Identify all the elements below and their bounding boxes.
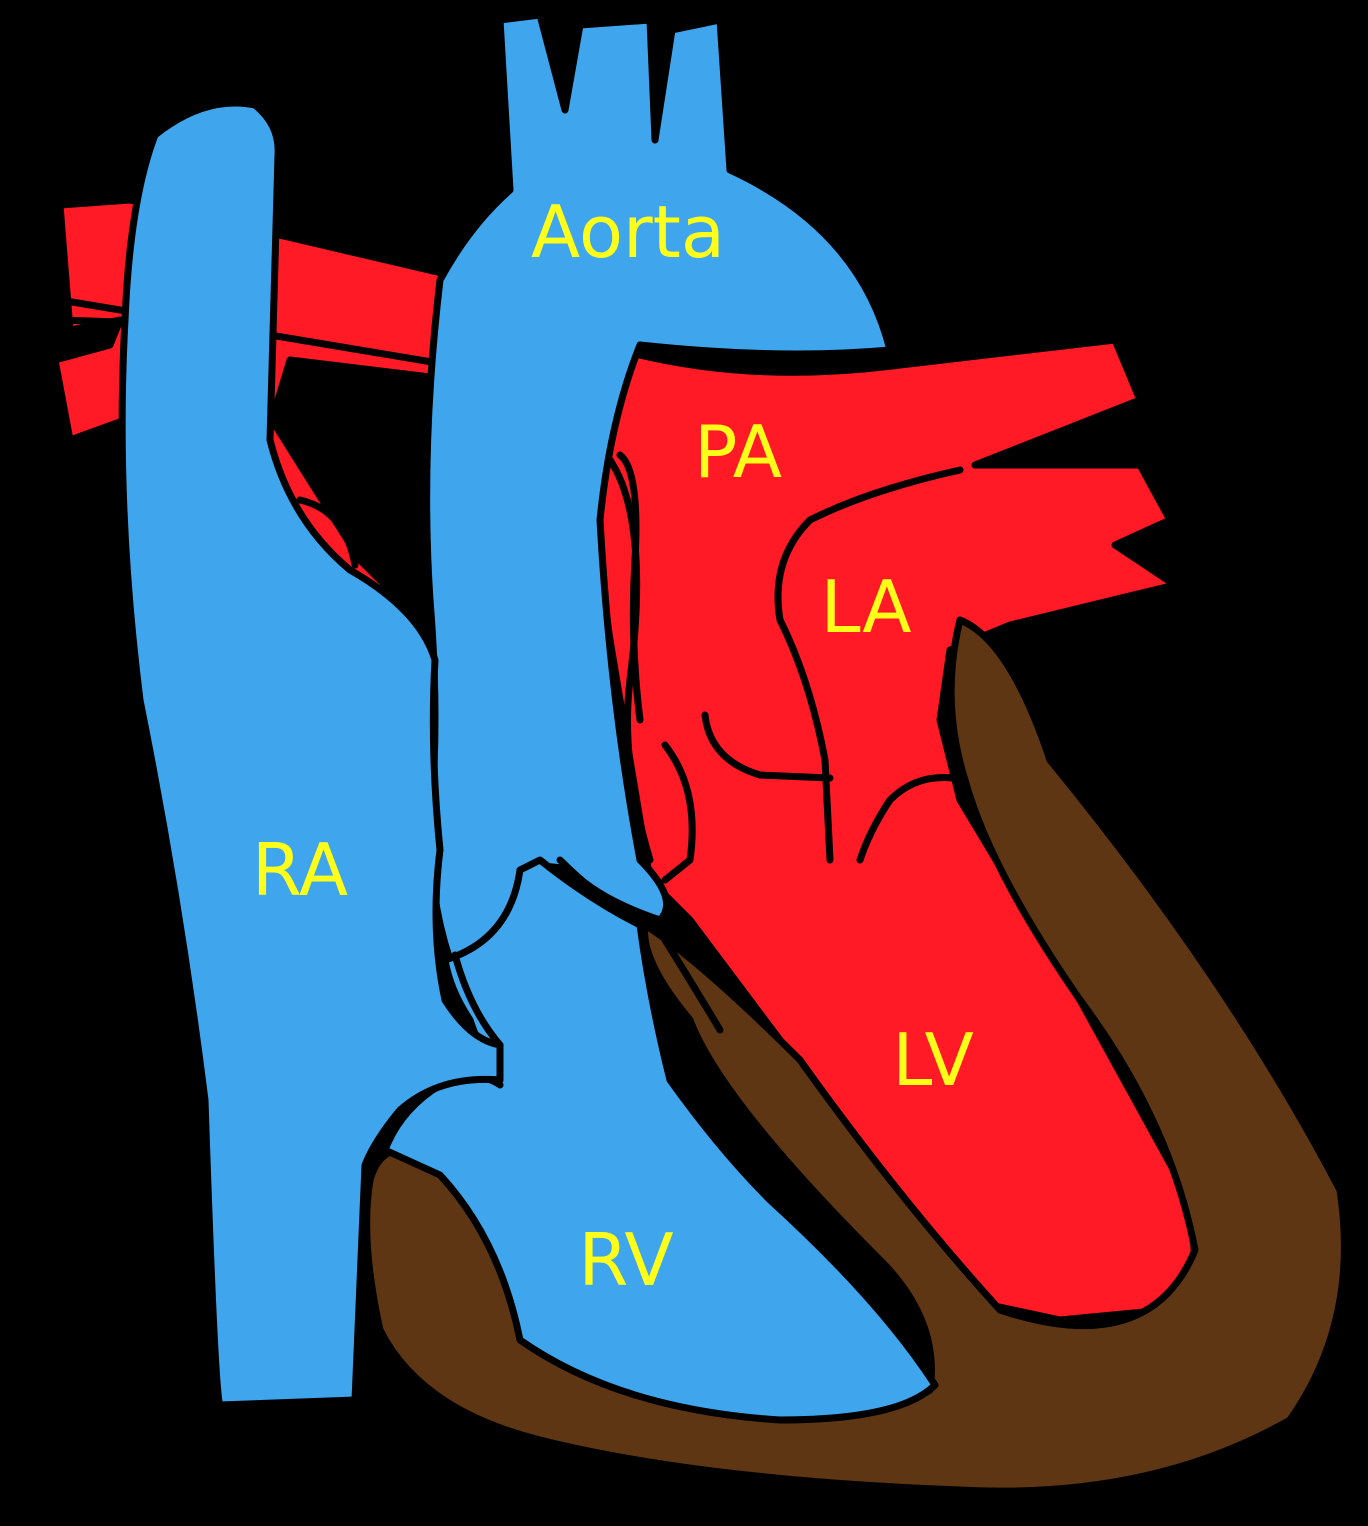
label-la: LA: [820, 565, 911, 649]
label-pa: PA: [694, 410, 782, 494]
label-lv: LV: [892, 1018, 973, 1102]
label-ra: RA: [252, 828, 348, 912]
label-aorta: Aorta: [531, 190, 725, 274]
label-rv: RV: [578, 1218, 673, 1302]
